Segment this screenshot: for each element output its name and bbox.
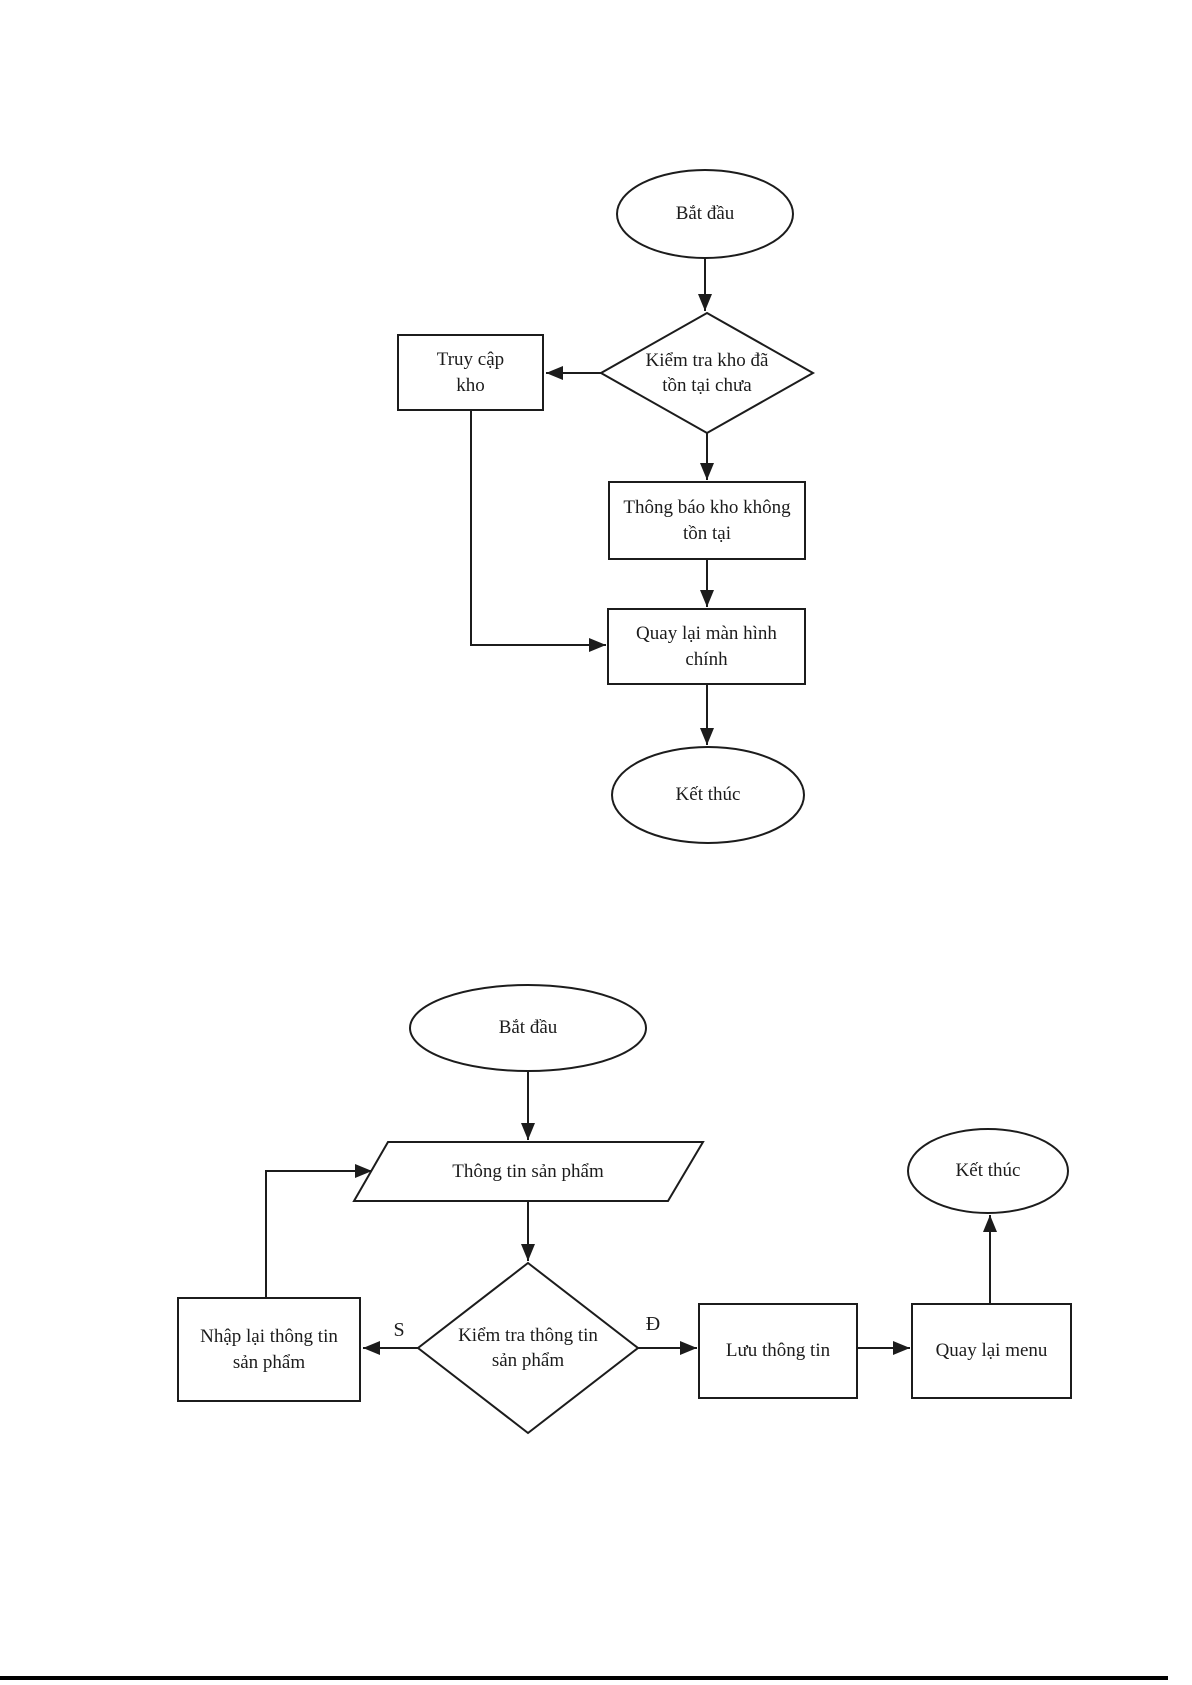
fc2-start-terminator [409,984,647,1072]
fc2-reenter-process [177,1297,361,1402]
fc2-menu-process [911,1303,1072,1399]
fc2-end-terminator [907,1128,1069,1214]
fc1-notify-process [608,481,806,560]
fc2-save-process [698,1303,858,1399]
fc1-start-terminator [616,169,794,259]
fc2-arrow-reenter-to-input [265,1164,372,1298]
fc1-access-process [397,334,544,411]
fc2-check-decision [416,1261,640,1435]
fc2-input-parallelogram [352,1141,705,1202]
fc1-back-process [607,608,806,685]
fc1-arrow-access-to-back [470,410,606,652]
fc1-check-decision [598,311,816,435]
fc1-end-terminator [611,746,805,844]
